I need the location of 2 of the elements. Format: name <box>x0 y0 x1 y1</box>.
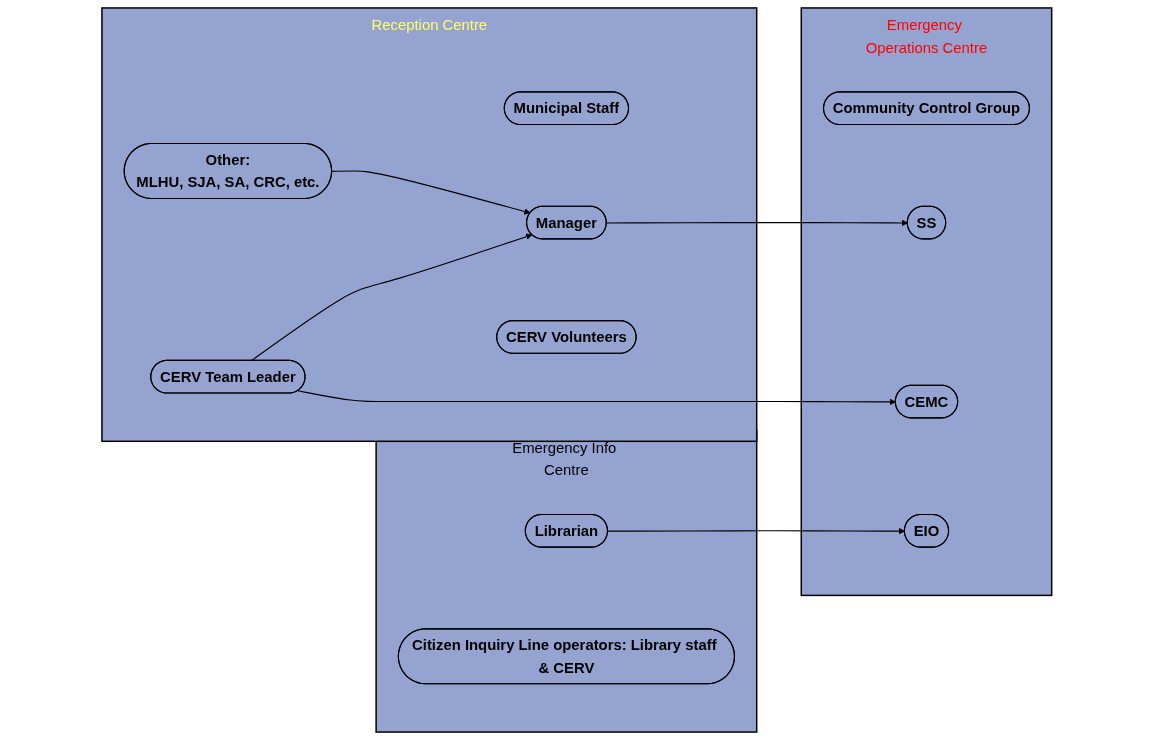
arrow <box>331 170 531 215</box>
arrow <box>250 233 533 362</box>
